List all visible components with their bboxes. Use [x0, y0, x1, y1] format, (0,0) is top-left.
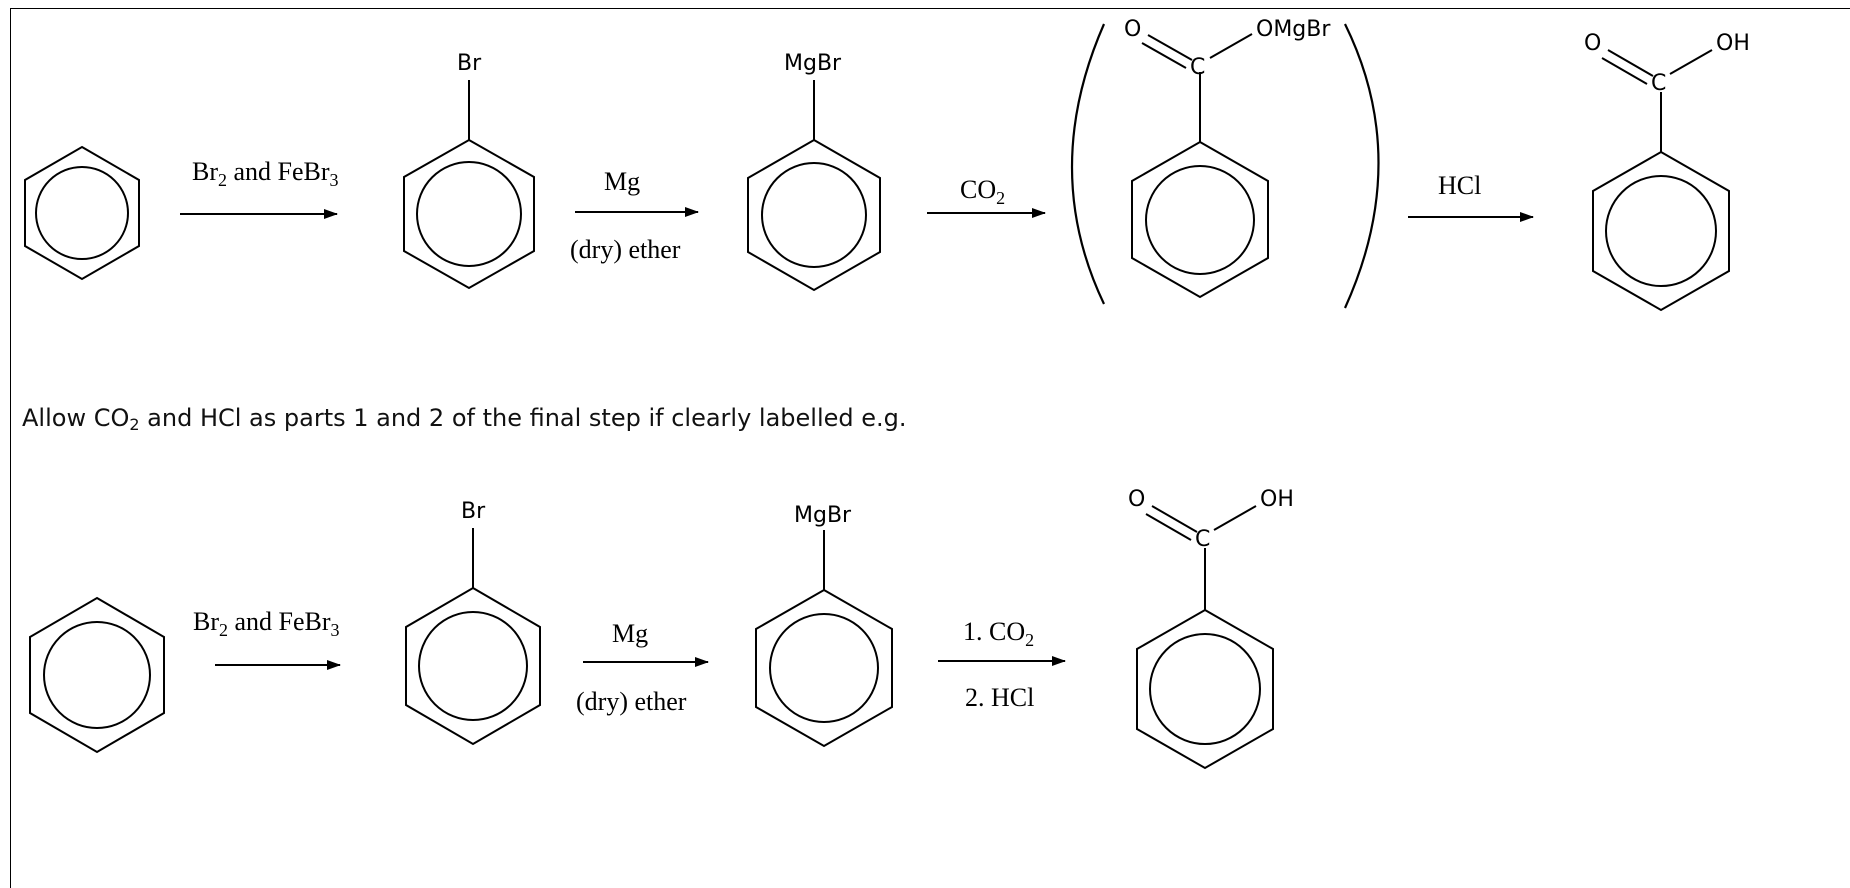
bromine-label: Br	[457, 51, 482, 76]
acid-oxygen-label: O	[1584, 31, 1601, 56]
benzene-2	[29, 596, 165, 754]
mgbr-label: MgBr	[784, 51, 842, 76]
reaction-arrow-6: Mg (dry) ether	[576, 619, 709, 716]
top-border	[10, 8, 1850, 9]
grignard-reagent-1: MgBr	[747, 51, 881, 292]
omgbr-label: OMgBr	[1256, 17, 1331, 42]
step-3-reagent-top-2: 1. CO2	[963, 617, 1034, 650]
right-bracket	[1343, 23, 1380, 309]
scheme-2: Br2 and FeBr3 Br Mg (dry) ether MgBr	[29, 487, 1294, 770]
benzoic-acid-1: O C OH	[1584, 31, 1750, 312]
reaction-arrow-4: HCl	[1408, 171, 1534, 222]
step-1-reagent-2: Br2 and FeBr3	[193, 607, 340, 640]
step-2-reagent-top-2: Mg	[612, 619, 648, 648]
intermediate-salt: O C OMgBr	[1070, 17, 1380, 309]
reaction-arrow-5: Br2 and FeBr3	[193, 607, 341, 670]
step-2-reagent-bottom-2: (dry) ether	[576, 687, 687, 716]
scheme-1: Br2 and FeBr3 Br Mg (dry) ether MgBr	[24, 17, 1750, 312]
reaction-arrow-7: 1. CO2 2. HCl	[938, 617, 1066, 712]
step-3-reagent: CO2	[960, 175, 1005, 208]
hydroxyl-label-2: OH	[1260, 487, 1294, 512]
mark-scheme-note: Allow CO2 and HCl as parts 1 and 2 of th…	[22, 404, 907, 434]
reaction-arrow-2: Mg (dry) ether	[570, 167, 699, 264]
step-3-reagent-bottom-2: 2. HCl	[965, 683, 1034, 712]
mgbr-label-2: MgBr	[794, 503, 852, 528]
benzene-1	[24, 145, 140, 281]
left-bracket	[1070, 23, 1106, 305]
step-2-reagent-top: Mg	[604, 167, 640, 196]
step-2-reagent-bottom: (dry) ether	[570, 235, 681, 264]
carboxyl-carbon-label: C	[1190, 55, 1205, 80]
acid-oxygen-label-2: O	[1128, 487, 1145, 512]
left-border	[10, 8, 11, 888]
reaction-arrow-3: CO2	[927, 175, 1046, 218]
reaction-arrow-1: Br2 and FeBr3	[180, 157, 339, 219]
step-1-reagent: Br2 and FeBr3	[192, 157, 339, 190]
bromine-label-2: Br	[461, 499, 486, 524]
benzoic-acid-2: O C OH	[1128, 487, 1294, 770]
acid-carbon-label: C	[1651, 71, 1666, 96]
grignard-reagent-2: MgBr	[755, 503, 893, 748]
step-4-reagent: HCl	[1438, 171, 1481, 200]
carbonyl-oxygen-label: O	[1124, 17, 1141, 42]
acid-carbon-label-2: C	[1195, 527, 1210, 552]
bromobenzene-2: Br	[405, 499, 541, 746]
hydroxyl-label: OH	[1716, 31, 1750, 56]
bromobenzene-1: Br	[403, 51, 535, 290]
